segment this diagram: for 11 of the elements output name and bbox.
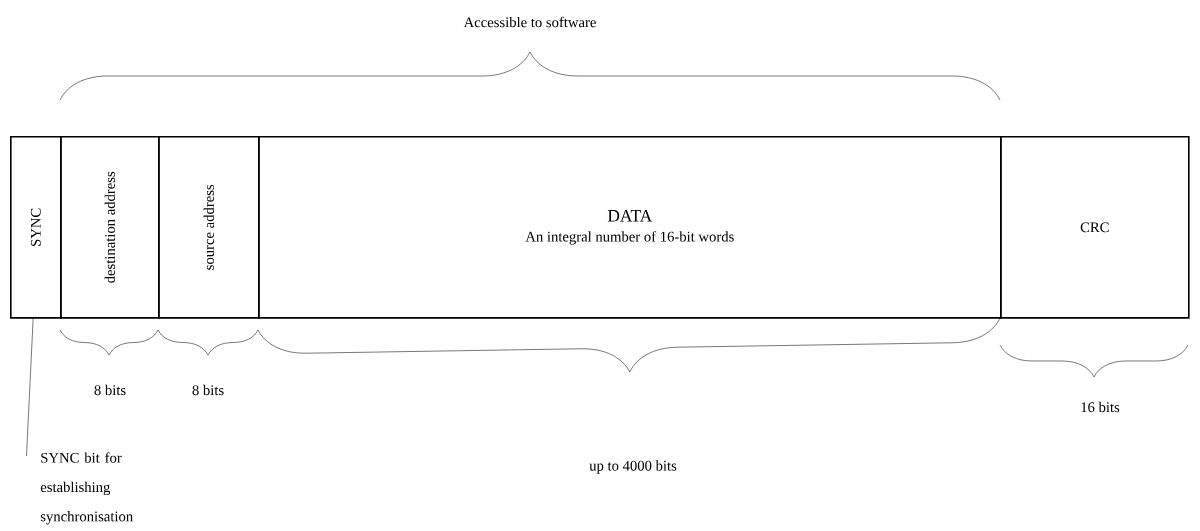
segment-box: destination address <box>60 136 160 319</box>
note-text: SYNC bit for establishing synchronisation <box>40 452 133 525</box>
dimension-label: Accessible to software <box>463 16 596 28</box>
segment-box: CRC <box>1000 136 1190 319</box>
segment-box: source address <box>158 136 260 319</box>
dimension-label: up to 4000 bits <box>589 460 677 474</box>
dimension-label: 16 bits <box>1081 401 1120 413</box>
segment-box: SYNC <box>10 136 62 319</box>
segment-box: DATA An integral number of 16-bit words <box>258 136 1002 319</box>
dimension-label: 8 bits <box>94 384 126 396</box>
dimension-label: 8 bits <box>192 384 224 396</box>
